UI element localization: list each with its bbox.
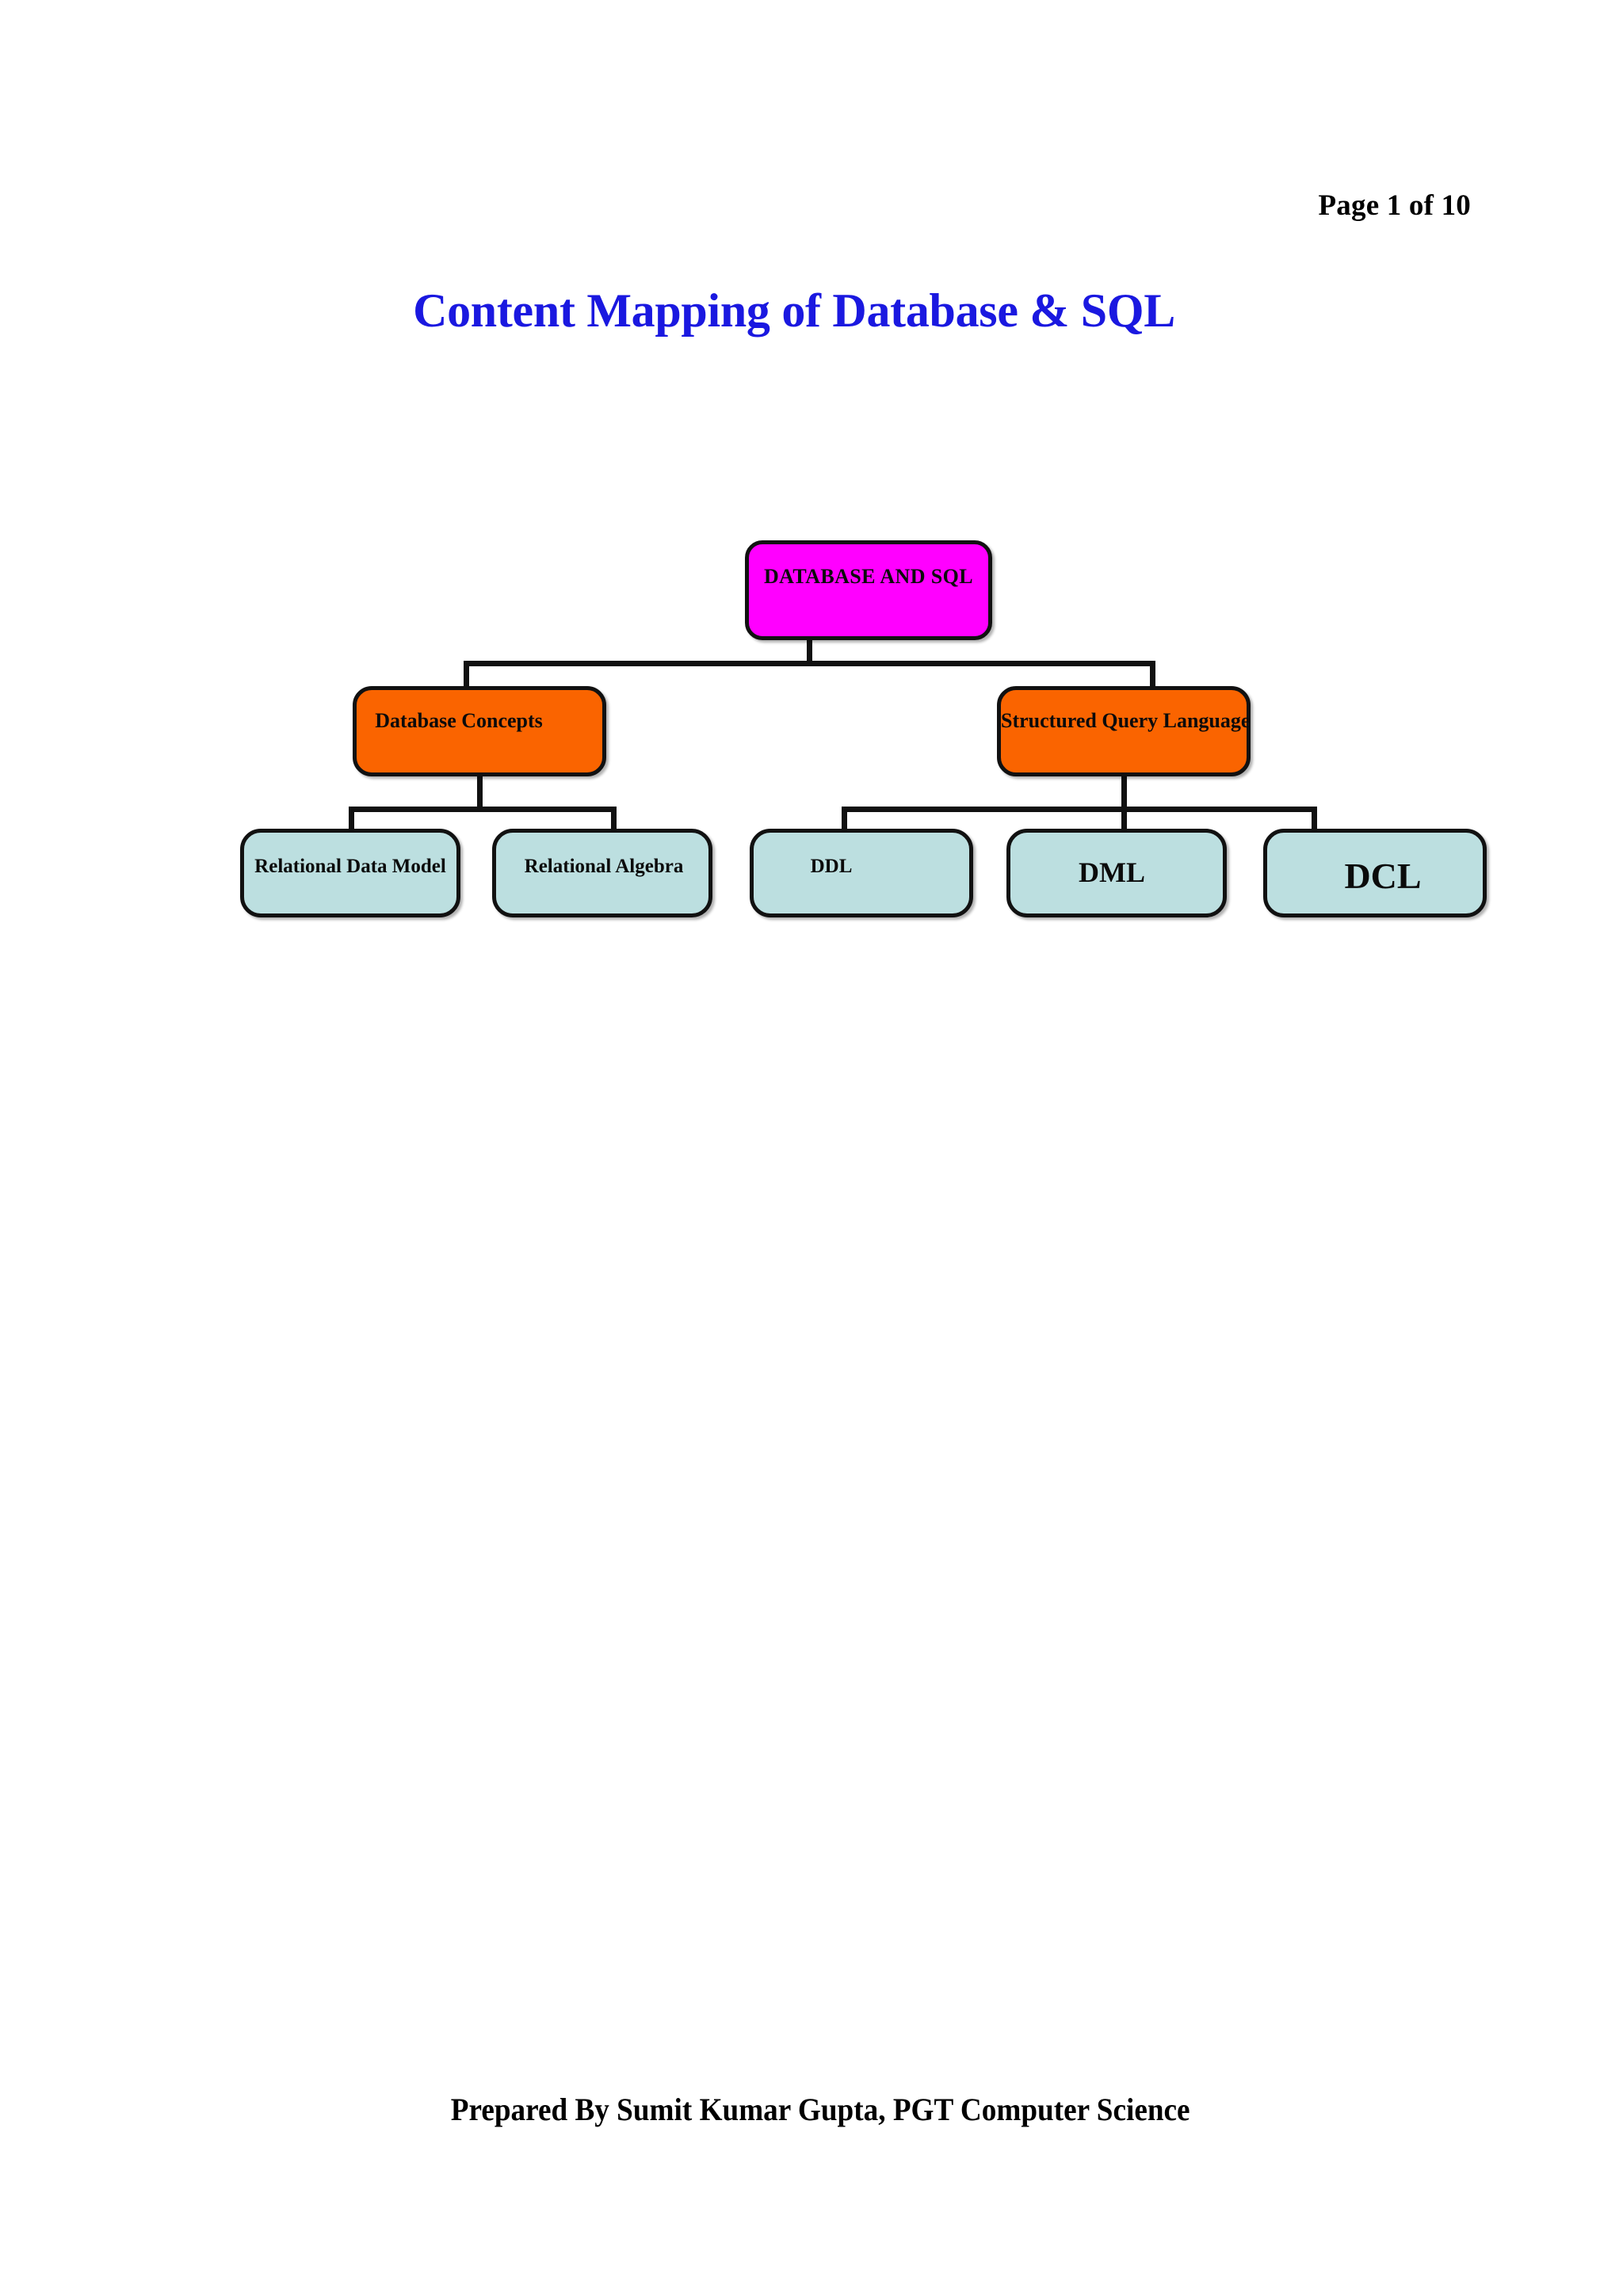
node-relational-algebra: Relational Algebra [492, 829, 712, 917]
node-database-concepts: Database Concepts [353, 686, 606, 776]
connector-drop-ddl [842, 807, 847, 832]
connector-drop-database-concepts [464, 661, 469, 689]
connector-sql-stub [1121, 776, 1127, 810]
node-label: Structured Query Language [1001, 709, 1251, 732]
node-ddl: DDL [750, 829, 973, 917]
node-database-and-sql: DATABASE AND SQL [745, 540, 992, 640]
page-title: Content Mapping of Database & SQL [413, 284, 1175, 337]
connector-bus-database-concepts [349, 807, 617, 812]
node-label: Database Concepts [375, 709, 543, 732]
node-label: Relational Data Model [254, 856, 446, 877]
node-dcl: DCL [1263, 829, 1487, 917]
connector-drop-relational-data-model [349, 807, 354, 832]
connector-drop-relational-algebra [611, 807, 617, 832]
connector-drop-dml [1121, 807, 1127, 832]
node-structured-query-language: Structured Query Language [997, 686, 1251, 776]
connector-bus-sql [842, 807, 1317, 812]
node-dml: DML [1006, 829, 1227, 917]
node-relational-data-model: Relational Data Model [240, 829, 460, 917]
connector-database-concepts-stub [477, 776, 483, 810]
page-footer: Prepared By Sumit Kumar Gupta, PGT Compu… [450, 2092, 1190, 2127]
node-label: Relational Algebra [524, 856, 684, 877]
connector-drop-dcl [1312, 807, 1317, 832]
node-label: DML [1079, 856, 1145, 888]
page-number: Page 1 of 10 [1318, 189, 1471, 222]
connector-root-stub [807, 640, 812, 664]
node-label: DCL [1344, 856, 1422, 896]
connector-drop-structured-query-language [1150, 661, 1155, 689]
connector-bus-root [464, 661, 1155, 666]
node-label: DDL [810, 856, 853, 877]
node-label: DATABASE AND SQL [763, 565, 974, 588]
